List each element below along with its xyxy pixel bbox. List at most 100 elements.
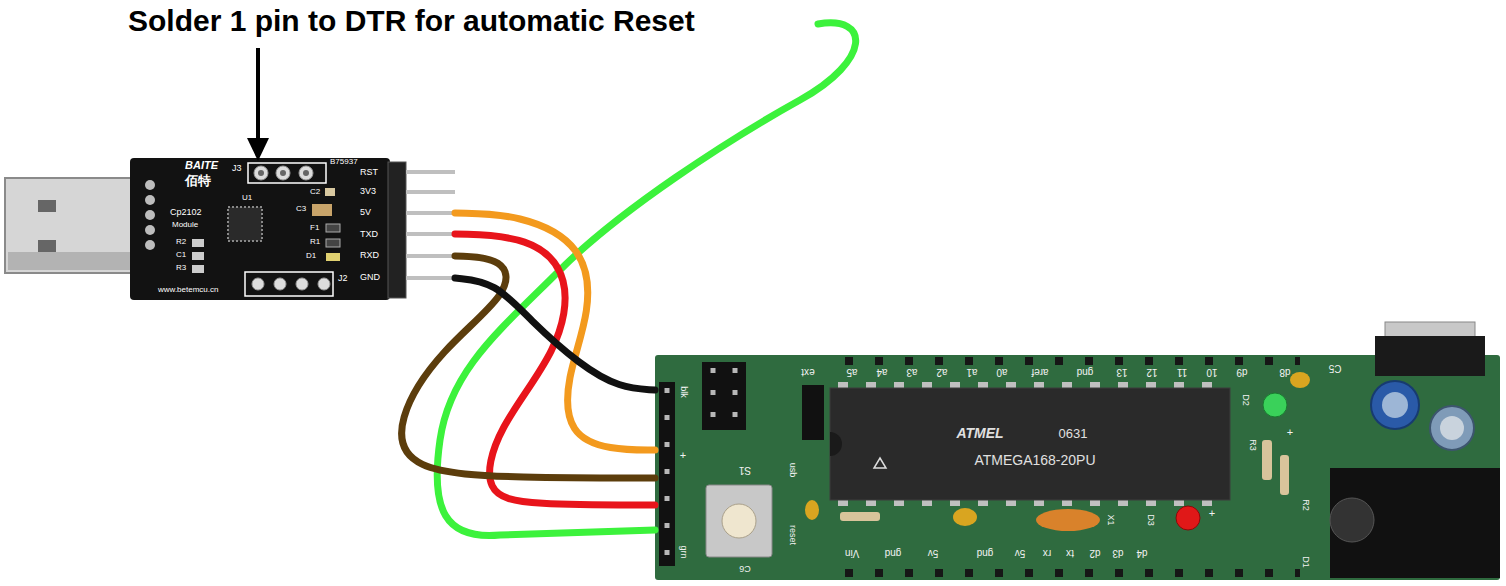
j3-pad xyxy=(276,166,290,180)
silkscreen-label: usb xyxy=(788,463,797,478)
icsp-header xyxy=(702,362,746,430)
jumper-wire xyxy=(455,213,655,450)
pad-hole xyxy=(258,170,264,176)
silkscreen-label: TXD xyxy=(360,230,378,239)
regulator-tab xyxy=(1385,322,1475,338)
silkscreen-label: grn xyxy=(679,545,688,558)
silkscreen-label: gnd xyxy=(885,548,902,558)
silkscreen-label: a5 xyxy=(846,367,857,377)
chip-body xyxy=(830,388,1230,500)
silkscreen-label: blk xyxy=(679,386,688,398)
jack-opening xyxy=(1330,498,1374,542)
silkscreen-label: BAITE xyxy=(185,160,218,171)
silkscreen-label: C2 xyxy=(310,188,320,196)
atmega-chip: ATMEL 0631ATMEGA168-20PU xyxy=(830,388,1230,500)
bottom-header-holes xyxy=(845,569,1300,577)
silkscreen-label: a4 xyxy=(876,367,887,377)
silkscreen-label: gnd xyxy=(977,548,994,558)
silkscreen-label: 13 xyxy=(1116,367,1127,377)
silkscreen-label: D1 xyxy=(306,252,316,260)
j2-pad xyxy=(318,278,330,290)
capacitor-symbol xyxy=(192,252,204,260)
capacitor-symbol xyxy=(312,204,332,216)
silkscreen-label: B75937 xyxy=(330,158,358,166)
resistor-symbol xyxy=(1280,455,1289,495)
header-pin xyxy=(665,388,670,566)
silkscreen-label: reset xyxy=(788,525,797,545)
chip-notch xyxy=(830,432,842,456)
silkscreen-label: D2 xyxy=(1241,394,1250,406)
j3-outline xyxy=(248,163,326,183)
plug-hole xyxy=(38,200,56,212)
fuse-symbol xyxy=(326,224,340,232)
led-symbol xyxy=(326,253,340,261)
silkscreen-label: 11 xyxy=(1177,367,1187,377)
jumper-wire xyxy=(455,234,655,505)
silkscreen-label: S1 xyxy=(739,465,751,475)
silkscreen-label: a0 xyxy=(996,367,1007,377)
arrow-head xyxy=(247,138,269,161)
header-pin xyxy=(733,368,738,428)
left-pin-header xyxy=(659,382,675,566)
silkscreen-label: d9 xyxy=(1236,367,1247,377)
silkscreen-label: R2 xyxy=(1301,499,1310,511)
header-pin xyxy=(406,254,455,258)
pin-header xyxy=(388,162,406,298)
top-header-holes xyxy=(845,357,1300,365)
silkscreen-label: U1 xyxy=(242,194,252,202)
silkscreen-label: 5v xyxy=(928,548,939,558)
silkscreen-label: RST xyxy=(360,168,378,177)
silkscreen-label: d4 xyxy=(1136,548,1147,558)
silkscreen-label: 佰特 xyxy=(185,174,211,187)
j2-pad xyxy=(296,278,308,290)
silkscreen-label: GND xyxy=(360,273,380,282)
silkscreen-label: RXD xyxy=(360,251,379,260)
resistor-symbol xyxy=(1262,440,1272,480)
cp2102-chip xyxy=(228,207,262,241)
silkscreen-label: 3V3 xyxy=(360,187,376,196)
regulator-body xyxy=(1375,336,1485,376)
silkscreen-label: www.betemcu.cn xyxy=(158,286,218,294)
chip-marking: ATMEL xyxy=(956,426,1003,440)
header-pin xyxy=(406,276,455,280)
silkscreen-label: R3 xyxy=(176,264,186,272)
callout-note: Solder 1 pin to DTR for automatic Reset xyxy=(128,6,695,36)
header-pin xyxy=(406,170,455,174)
silkscreen-label: ext xyxy=(801,367,814,377)
plug-hole xyxy=(38,240,56,252)
silkscreen-label: rx xyxy=(1043,548,1051,558)
jumper-wire xyxy=(455,278,655,390)
green-led xyxy=(1263,393,1287,417)
resistor-symbol xyxy=(840,512,880,521)
silkscreen-label: R1 xyxy=(310,238,320,246)
chip-triangle xyxy=(874,458,886,468)
leader-line xyxy=(256,48,260,142)
edge-pad xyxy=(145,210,155,220)
silkscreen-label: C5 xyxy=(1329,363,1342,373)
button-cap xyxy=(722,504,756,538)
j3-pad xyxy=(254,166,268,180)
red-led xyxy=(1176,506,1200,530)
chip-marking: 0631 xyxy=(1059,427,1088,440)
silkscreen-label: + xyxy=(1209,508,1215,519)
chip-marking: ATMEGA168-20PU xyxy=(974,453,1095,467)
crystal xyxy=(1036,509,1100,531)
j2-pad xyxy=(252,278,264,290)
pad-hole xyxy=(280,170,286,176)
silkscreen-label: D1 xyxy=(1301,556,1310,568)
silkscreen-label: + xyxy=(1287,427,1293,438)
dtr-wire xyxy=(437,23,856,536)
silkscreen-label: 5V xyxy=(360,208,371,217)
pcb-board xyxy=(655,355,1500,580)
silkscreen-label: 10 xyxy=(1206,367,1217,377)
j2-pad xyxy=(274,278,286,290)
capacitor-symbol xyxy=(1371,381,1419,429)
silkscreen-label: Module xyxy=(172,221,198,229)
edge-pad xyxy=(145,225,155,235)
silkscreen-label: a1 xyxy=(966,367,977,377)
silkscreen-label: 5v xyxy=(1015,548,1026,558)
pad-hole xyxy=(303,170,309,176)
silkscreen-label: X1 xyxy=(1106,514,1115,525)
